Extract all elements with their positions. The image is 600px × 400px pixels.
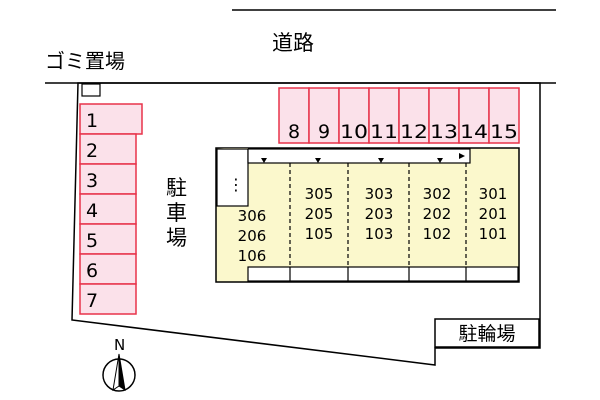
unit-number: 303 [365, 185, 394, 203]
stair-area [216, 148, 249, 207]
parking-number: 15 [490, 121, 518, 143]
parking-number: 3 [86, 170, 98, 192]
entrance-marker [315, 158, 321, 163]
unit-number: 306 [238, 207, 267, 225]
garbage-area-label: ゴミ置場 [45, 49, 125, 73]
parking-space-2 [79, 133, 137, 165]
unit-number: 106 [238, 247, 267, 265]
parking-space-10 [338, 87, 370, 144]
parking-number: 8 [288, 121, 300, 143]
unit-number: 301 [479, 185, 508, 203]
unit-number: 202 [423, 205, 452, 223]
parking-top-row: 8 9 10 11 12 13 14 15 [278, 87, 520, 144]
unit-number: 205 [305, 205, 334, 223]
unit-number: 105 [305, 225, 334, 243]
building-outline [215, 147, 520, 283]
unit-number: 302 [423, 185, 452, 203]
parking-space-11 [368, 87, 400, 144]
unit-number: 101 [479, 225, 508, 243]
parking-number: 1 [86, 110, 98, 132]
parking-number: 6 [86, 260, 98, 282]
parking-number: 5 [86, 230, 98, 252]
parking-label-char: 駐 [166, 176, 187, 200]
unit-number: 102 [423, 225, 452, 243]
entrance-marker [437, 158, 443, 163]
parking-left-column: 1 2 3 4 5 6 7 [79, 103, 143, 315]
parking-space-14 [458, 87, 490, 144]
parking-space-3 [79, 163, 137, 195]
parking-number: 9 [318, 121, 330, 143]
unit-number: 206 [238, 227, 267, 245]
garbage-area-box [81, 83, 101, 97]
parking-space-15 [488, 87, 520, 144]
parking-number: 4 [86, 200, 98, 222]
parking-number: 14 [460, 121, 488, 143]
parking-label-char: 場 [166, 226, 187, 250]
parking-space-8 [278, 87, 310, 144]
unit-number: 305 [305, 185, 334, 203]
entrance-marker [459, 153, 465, 159]
entrance-marker [378, 158, 384, 163]
north-label: N [114, 336, 125, 354]
parking-label-char: 車 [166, 201, 187, 225]
balcony [247, 266, 519, 282]
stair-mark: ⋮ [228, 175, 244, 194]
corridor [247, 148, 471, 164]
entrance-marker [261, 158, 267, 163]
parking-space-12 [398, 87, 430, 144]
unit-labels: 306 206 106 305 205 105 303 203 103 302 … [238, 185, 508, 265]
road-label: 道路 [272, 31, 314, 55]
parking-number: 10 [340, 121, 368, 143]
parking-space-1 [79, 103, 143, 135]
parking-number: 12 [400, 121, 428, 143]
north-arrow-icon: N [102, 336, 136, 392]
bicycle-parking-label: 駐輪場 [458, 323, 515, 345]
unit-number: 203 [365, 205, 394, 223]
parking-number: 2 [86, 140, 98, 162]
bicycle-parking-box [434, 318, 540, 348]
unit-number: 201 [479, 205, 508, 223]
site-boundary [71, 82, 541, 366]
apartment-building: ⋮ [215, 147, 520, 283]
parking-number: 13 [430, 121, 458, 143]
unit-number: 103 [365, 225, 394, 243]
parking-number: 7 [86, 290, 98, 312]
parking-space-13 [428, 87, 460, 144]
parking-number: 11 [370, 121, 398, 143]
parking-space-7 [79, 283, 137, 315]
